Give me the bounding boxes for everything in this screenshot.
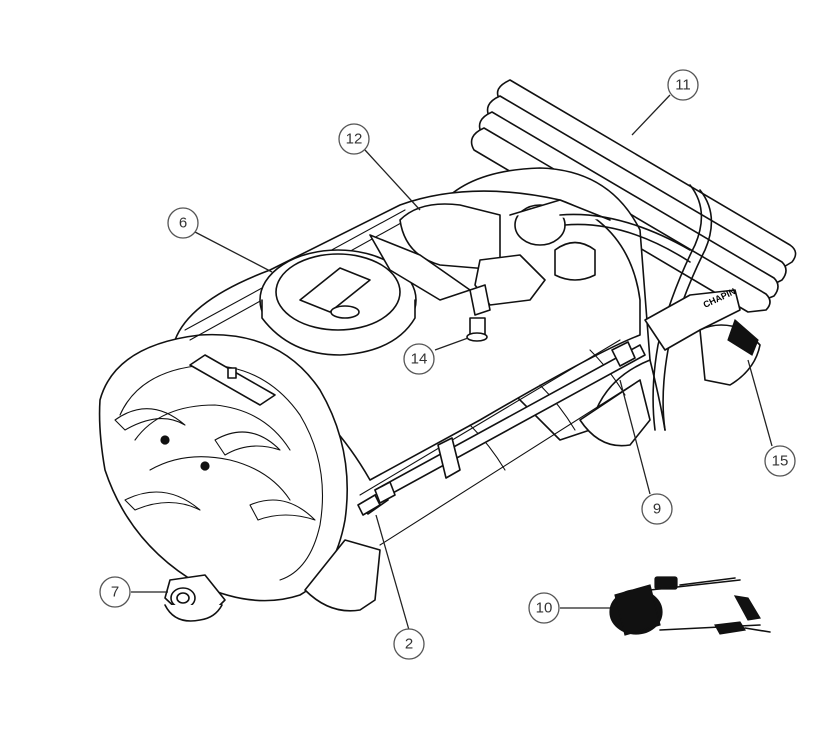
callout-label: 12: [346, 131, 363, 148]
barbed-fitting: [357, 481, 396, 516]
leader-lines: [131, 94, 773, 631]
callout-7: 7: [99, 576, 131, 608]
leader-14: [434, 337, 469, 351]
callout-label: 14: [411, 351, 428, 368]
callout-6: 6: [167, 207, 199, 239]
pump-assembly: [369, 199, 691, 316]
wiring-harness: [609, 576, 771, 636]
leader-2: [375, 514, 410, 631]
leader-12: [364, 149, 421, 211]
callout-label: 6: [179, 215, 187, 232]
leader-9: [619, 379, 651, 495]
drain-valve: [164, 574, 226, 622]
callout-12: 12: [338, 123, 370, 155]
fill-lid: [259, 249, 417, 356]
drain-fitting: [466, 317, 488, 342]
leader-15: [747, 359, 773, 447]
spray-wand: [359, 341, 646, 515]
callout-label: 10: [536, 600, 553, 617]
callout-14: 14: [403, 343, 435, 375]
callout-label: 15: [772, 453, 789, 470]
callout-2: 2: [393, 628, 425, 660]
callout-9: 9: [641, 493, 673, 525]
callout-10: 10: [528, 592, 560, 624]
leader-11: [631, 94, 671, 136]
handle-bracket: CHAPIN: [644, 286, 761, 431]
callout-label: 7: [111, 584, 119, 601]
callout-label: 9: [653, 501, 661, 518]
leader-6: [194, 231, 273, 273]
callout-15: 15: [764, 445, 796, 477]
callout-label: 2: [405, 636, 413, 653]
callout-11: 11: [667, 69, 699, 101]
callout-label: 11: [675, 77, 691, 94]
